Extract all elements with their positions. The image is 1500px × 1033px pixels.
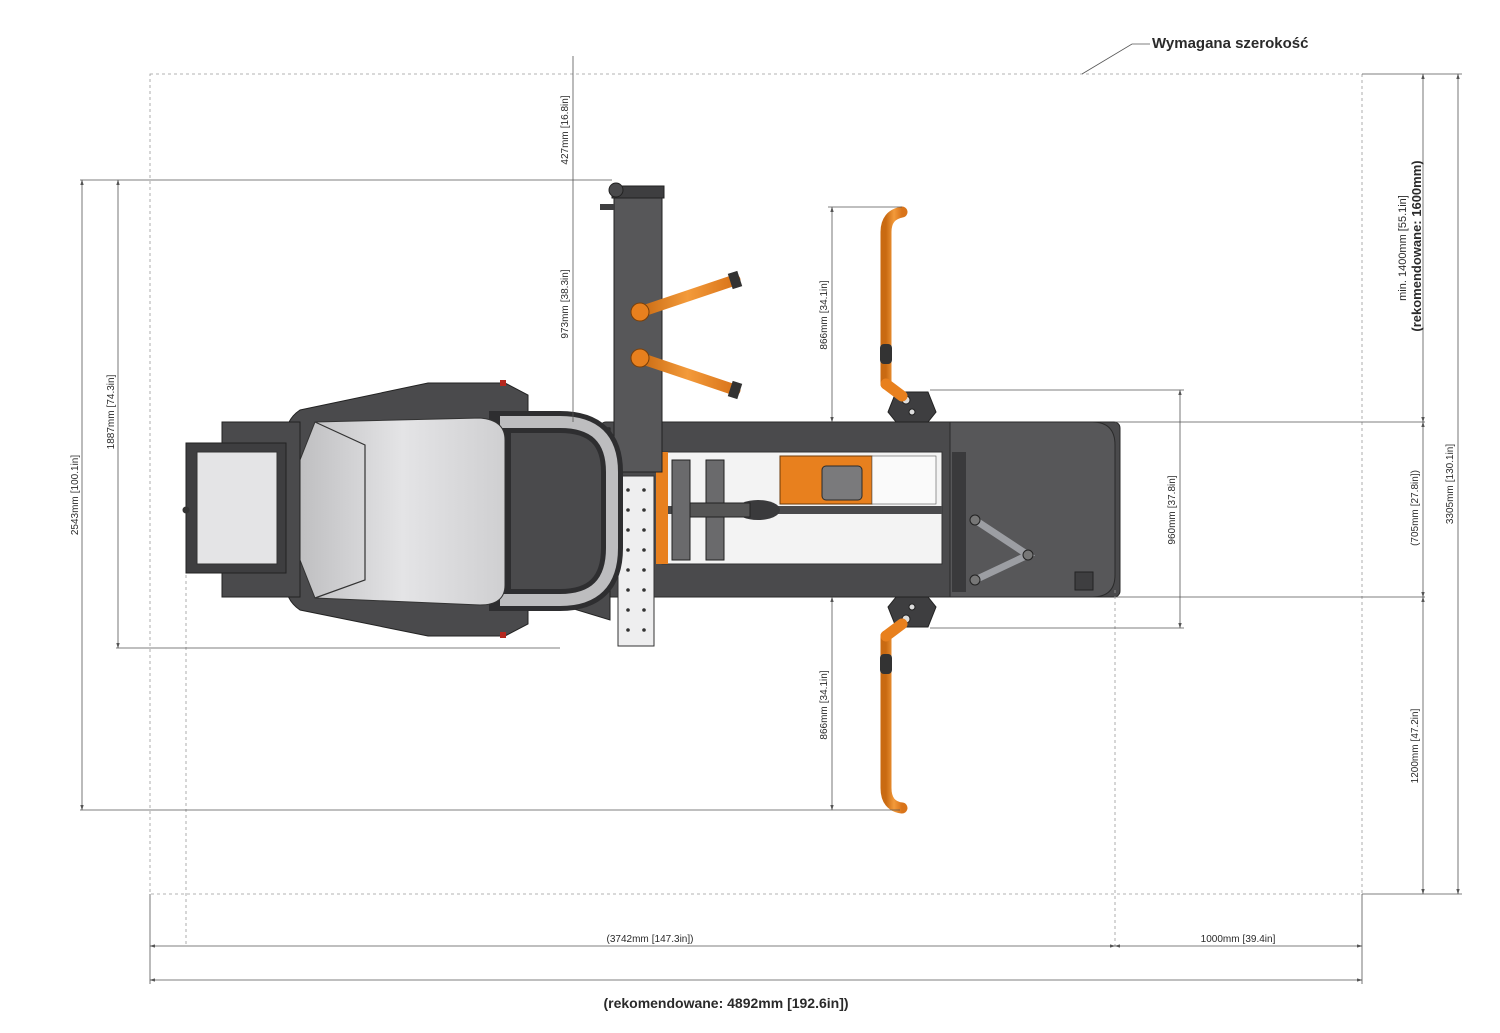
note-recommended-length: (rekomendowane: 4892mm [192.6in]) (603, 995, 848, 1011)
column-bolt (600, 204, 614, 210)
dim-3305: 3305mm[130.1in] (1445, 444, 1456, 525)
carriage-block (821, 465, 863, 501)
rear-crossbar (952, 452, 966, 592)
tray-knob (182, 506, 190, 514)
dim-1200: 1200mm[47.2in] (1410, 708, 1421, 783)
dim-866-bottom: 866mm[34.1in] (819, 670, 830, 739)
handle-top (880, 206, 908, 402)
vertical-column (613, 189, 663, 473)
clamp-mechanism (671, 459, 780, 561)
rear-strut (969, 514, 1036, 586)
carriage-plate (871, 455, 937, 505)
dashed-envelopes (149, 73, 1363, 946)
rear-connector (1074, 571, 1094, 591)
dimension-lines (80, 43, 1462, 984)
rail-bar (662, 506, 942, 514)
red-marker-top (500, 380, 506, 386)
dim-3742: (3742mm[147.3in]) (607, 934, 694, 945)
title-leader (1081, 43, 1150, 75)
seat-back-edge (314, 421, 366, 599)
dim-427: 427mm[16.8in] (560, 95, 571, 164)
dim-1000: 1000mm[39.4in] (1201, 934, 1276, 945)
dotted-mount-plate (617, 475, 655, 647)
orange-strip (656, 452, 668, 564)
column-knob (608, 182, 624, 198)
column-orange-arms (630, 270, 743, 400)
required-area-outline (149, 73, 1363, 895)
red-marker-bottom (500, 632, 506, 638)
dim-973: 973mm[38.3in] (560, 269, 571, 338)
dim-866-top: 866mm[34.1in] (819, 280, 830, 349)
dim-705: (705mm[27.8in]) (1410, 470, 1421, 546)
note-min-width: min. 1400mm[55.1in] (1397, 195, 1409, 301)
dim-960: 960mm[37.8in] (1167, 475, 1178, 544)
mount-holes (626, 488, 646, 632)
dim-1887: 1887mm[74.3in] (106, 374, 117, 449)
seat-loop-inner (500, 416, 618, 606)
handle-bottom (880, 618, 908, 814)
seat-cushion (299, 417, 506, 606)
front-tray-panel (196, 451, 278, 565)
machine (182, 182, 1121, 814)
required-width-title: Wymagana szerokość (1152, 35, 1308, 52)
dim-2543: 2543mm[100.1in] (70, 455, 81, 536)
end-plate (949, 421, 1116, 598)
note-recommended-width: (rekomendowane: 1600mm) (1409, 160, 1424, 331)
